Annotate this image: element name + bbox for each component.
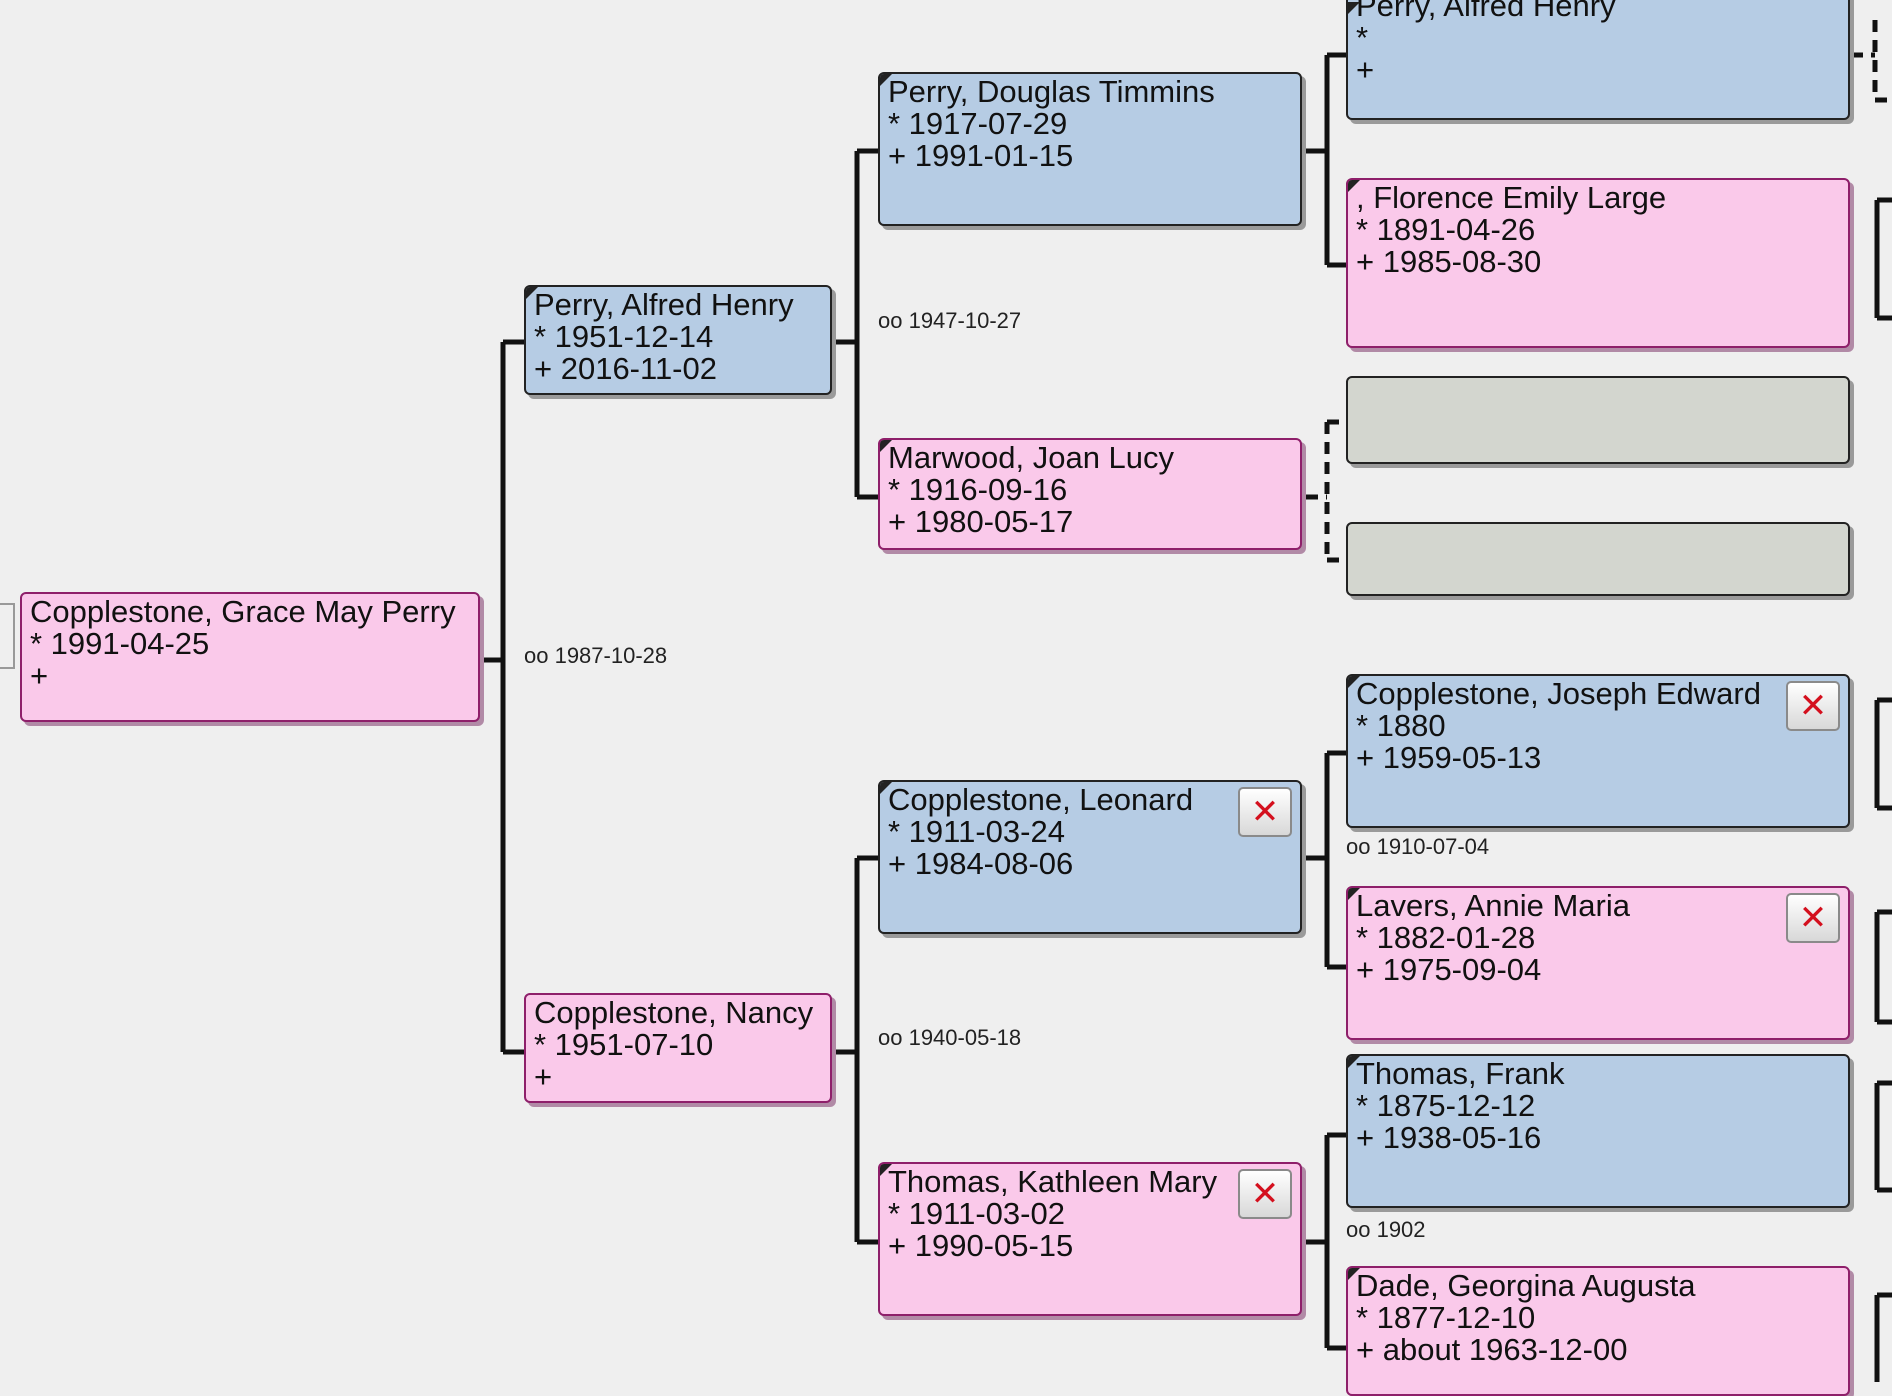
person-card-great-grandmother-2[interactable]: , Florence Emily Large * 1891-04-26 + 19… bbox=[1346, 178, 1850, 348]
close-icon: ✕ bbox=[1798, 686, 1828, 726]
person-death: + 1959-05-13 bbox=[1356, 740, 1542, 775]
person-name: Marwood, Joan Lucy bbox=[888, 440, 1175, 475]
marriage-date-paternal: oo 1947-10-27 bbox=[878, 308, 1022, 333]
person-death: + bbox=[30, 658, 49, 693]
close-icon: ✕ bbox=[1250, 1174, 1280, 1214]
person-card-great-grandfather-1[interactable]: Perry, Alfred Henry * + bbox=[1346, 0, 1850, 120]
person-card-mother[interactable]: Copplestone, Nancy * 1951-07-10 + bbox=[524, 993, 832, 1103]
edit-corner-icon[interactable] bbox=[1348, 1056, 1360, 1068]
close-icon: ✕ bbox=[1798, 898, 1828, 938]
marriage-date-parents: oo 1987-10-28 bbox=[524, 643, 668, 668]
person-birth: * 1880 bbox=[1356, 708, 1446, 743]
empty-person-card-4[interactable] bbox=[1346, 522, 1850, 596]
person-birth: * 1911-03-24 bbox=[888, 814, 1065, 849]
person-name: Copplestone, Leonard bbox=[888, 782, 1194, 817]
person-card-maternal-grandfather[interactable]: Copplestone, Leonard * 1911-03-24 + 1984… bbox=[878, 780, 1302, 934]
marriage-date-thomas: oo 1902 bbox=[1346, 1217, 1426, 1242]
person-card-great-grandmother-6[interactable]: Lavers, Annie Maria * 1882-01-28 + 1975-… bbox=[1346, 886, 1850, 1040]
person-card-root[interactable]: Copplestone, Grace May Perry * 1991-04-2… bbox=[20, 592, 480, 722]
marriage-date-maternal: oo 1940-05-18 bbox=[878, 1025, 1022, 1050]
person-death: + bbox=[1356, 52, 1375, 87]
edit-corner-icon[interactable] bbox=[1348, 180, 1360, 192]
person-death: + about 1963-12-00 bbox=[1356, 1332, 1628, 1367]
person-death: + 1938-05-16 bbox=[1356, 1120, 1542, 1155]
person-birth: * 1891-04-26 bbox=[1356, 212, 1536, 247]
close-icon: ✕ bbox=[1250, 792, 1280, 832]
person-death: + 1985-08-30 bbox=[1356, 244, 1542, 279]
person-name: Thomas, Kathleen Mary bbox=[888, 1164, 1218, 1199]
person-card-father[interactable]: Perry, Alfred Henry * 1951-12-14 + 2016-… bbox=[524, 285, 832, 395]
person-card-great-grandfather-5[interactable]: Copplestone, Joseph Edward * 1880 + 1959… bbox=[1346, 674, 1850, 828]
person-name: Copplestone, Joseph Edward bbox=[1356, 676, 1761, 711]
person-birth: * 1991-04-25 bbox=[30, 626, 210, 661]
person-card-great-grandfather-7[interactable]: Thomas, Frank * 1875-12-12 + 1938-05-16 bbox=[1346, 1054, 1850, 1208]
remove-person-button[interactable]: ✕ bbox=[1786, 893, 1840, 943]
person-name: Copplestone, Nancy bbox=[534, 995, 814, 1030]
person-name: Perry, Douglas Timmins bbox=[888, 74, 1215, 109]
person-card-paternal-grandmother[interactable]: Marwood, Joan Lucy * 1916-09-16 + 1980-0… bbox=[878, 438, 1302, 550]
person-name: Thomas, Frank bbox=[1356, 1056, 1565, 1091]
edit-corner-icon[interactable] bbox=[1348, 1268, 1360, 1280]
person-name: , Florence Emily Large bbox=[1356, 180, 1667, 215]
person-birth: * 1916-09-16 bbox=[888, 472, 1068, 507]
empty-person-card-3[interactable] bbox=[1346, 376, 1850, 464]
person-card-paternal-grandfather[interactable]: Perry, Douglas Timmins * 1917-07-29 + 19… bbox=[878, 72, 1302, 226]
person-death: + 1980-05-17 bbox=[888, 504, 1074, 539]
person-death: + 1984-08-06 bbox=[888, 846, 1074, 881]
remove-person-button[interactable]: ✕ bbox=[1238, 1169, 1292, 1219]
person-birth: * 1917-07-29 bbox=[888, 106, 1068, 141]
remove-person-button[interactable]: ✕ bbox=[1786, 681, 1840, 731]
marriage-date-copplestone: oo 1910-07-04 bbox=[1346, 834, 1490, 859]
edit-corner-icon[interactable] bbox=[880, 782, 892, 794]
person-name: Copplestone, Grace May Perry bbox=[30, 594, 456, 629]
person-card-great-grandmother-8[interactable]: Dade, Georgina Augusta * 1877-12-10 + ab… bbox=[1346, 1266, 1850, 1396]
person-birth: * bbox=[1356, 20, 1369, 55]
remove-person-button[interactable]: ✕ bbox=[1238, 787, 1292, 837]
person-birth: * 1875-12-12 bbox=[1356, 1088, 1536, 1123]
person-name: Lavers, Annie Maria bbox=[1356, 888, 1630, 923]
person-death: + 1975-09-04 bbox=[1356, 952, 1542, 987]
person-birth: * 1951-07-10 bbox=[534, 1027, 714, 1062]
edit-corner-icon[interactable] bbox=[1348, 2, 1360, 14]
edit-corner-icon[interactable] bbox=[1348, 676, 1360, 688]
edit-corner-icon[interactable] bbox=[1348, 888, 1360, 900]
edit-corner-icon[interactable] bbox=[526, 287, 538, 299]
person-name: Perry, Alfred Henry bbox=[1356, 0, 1616, 23]
person-birth: * 1951-12-14 bbox=[534, 319, 714, 354]
person-death: + bbox=[534, 1059, 553, 1094]
person-death: + 1991-01-15 bbox=[888, 138, 1074, 173]
edit-corner-icon[interactable] bbox=[880, 440, 892, 452]
person-death: + 1990-05-15 bbox=[888, 1228, 1074, 1263]
edit-corner-icon[interactable] bbox=[880, 1164, 892, 1176]
person-birth: * 1877-12-10 bbox=[1356, 1300, 1536, 1335]
person-name: Dade, Georgina Augusta bbox=[1356, 1268, 1696, 1303]
edit-corner-icon[interactable] bbox=[880, 74, 892, 86]
person-birth: * 1882-01-28 bbox=[1356, 920, 1536, 955]
person-card-maternal-grandmother[interactable]: Thomas, Kathleen Mary * 1911-03-02 + 199… bbox=[878, 1162, 1302, 1316]
person-birth: * 1911-03-02 bbox=[888, 1196, 1065, 1231]
person-name: Perry, Alfred Henry bbox=[534, 287, 794, 322]
person-death: + 2016-11-02 bbox=[534, 351, 717, 386]
